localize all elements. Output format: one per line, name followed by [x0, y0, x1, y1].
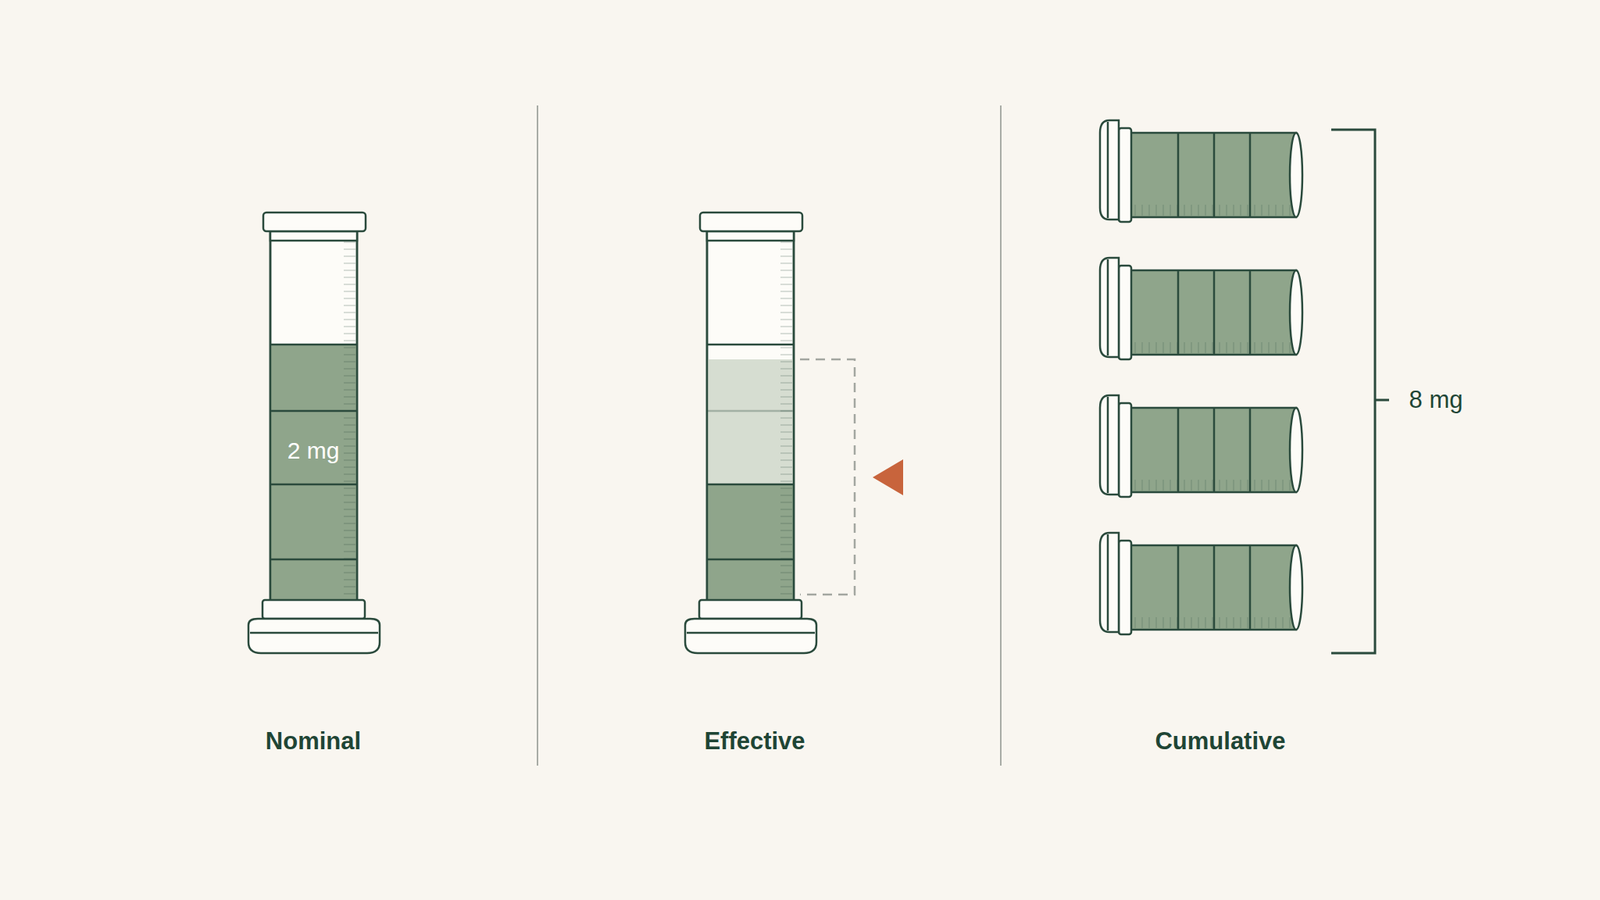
cumulative-stack [1100, 120, 1303, 635]
dose-cylinder [1100, 257, 1303, 360]
dose-total: 8 mg [1409, 385, 1464, 415]
column-label: Nominal [265, 727, 361, 756]
divider [1000, 105, 1002, 766]
dose-cylinder [1100, 120, 1303, 222]
pointer-triangle [872, 459, 904, 496]
bracket [1331, 129, 1390, 654]
dose-cylinder [1100, 532, 1303, 635]
dose-cylinder [1100, 395, 1303, 497]
column-label: Cumulative [1154, 727, 1286, 756]
column-label: Effective [703, 727, 805, 756]
dashed-bracket [800, 359, 855, 595]
effective-cylinder [685, 212, 817, 654]
nominal-cylinder [248, 212, 380, 654]
dose-value: 2 mg [287, 437, 340, 465]
divider [536, 105, 539, 766]
